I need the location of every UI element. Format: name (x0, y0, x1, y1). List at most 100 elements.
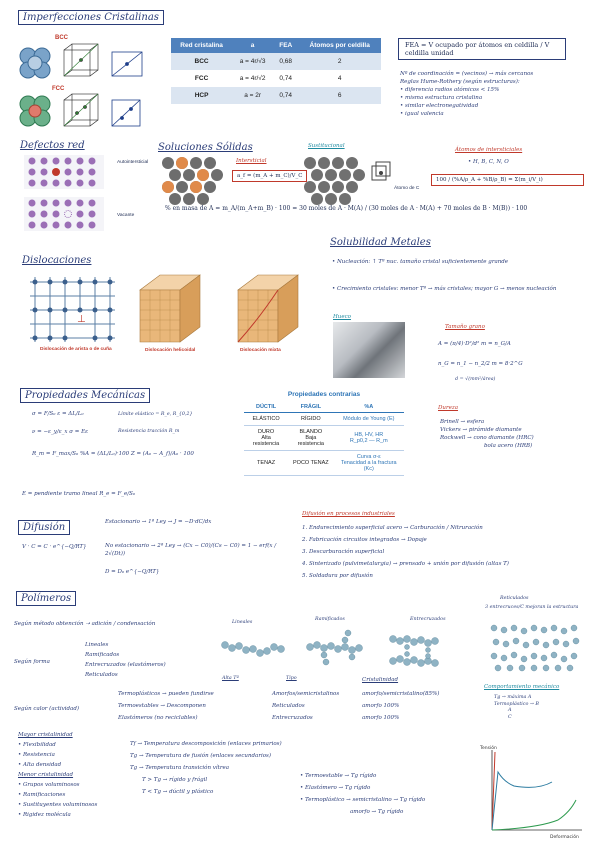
fcc-cube (63, 93, 99, 127)
tamano-grano-title: Tamaño grano (445, 324, 485, 330)
curve-b (491, 770, 553, 831)
lattice-defects-illustration (24, 155, 104, 231)
props-header-cell: %A (333, 402, 404, 413)
note-line: • similar electronegatividad (400, 103, 479, 109)
crist-item: amorfo 100% (362, 703, 400, 709)
note-line: Nº de coordinación = (vecinos) → más cer… (400, 71, 534, 77)
table-cell: DURO Alta resistencia (244, 425, 289, 451)
edge-dislocation-illustration: ⊥ (30, 277, 115, 342)
interstitial-solution-illustration (162, 157, 223, 205)
note-line: • igual valencia (400, 111, 444, 117)
crystal-header-cell: Red cristalina (171, 38, 233, 53)
curve-c (491, 799, 577, 831)
propiedades-formulas: σ = F/S₀ ε = ΔL/L₀ ν = −ε_y/ε_x σ = Eε R… (32, 410, 232, 458)
intersticial-title: Intersticial (236, 158, 267, 164)
vacante-label: Vacante (117, 213, 135, 218)
proceso-item: 1. Endurecimiento superficial acero → Ca… (302, 525, 483, 531)
reticulated-network-illustration (490, 624, 580, 672)
solubilidad-title: Solubilidad Metales (330, 237, 431, 248)
table-cell: 0,68 (273, 53, 299, 70)
cristalinidad-list: amorfo/semicristalino(85%) amorfo 100% a… (362, 688, 474, 724)
formula-line: R_m = F_max/S₀ %A = (ΔL/L₀)·100 Z = (A₀ … (32, 451, 194, 457)
comportamiento-list: Tg → máxima A Termoplástico → B A C (494, 695, 589, 721)
dureza-item: Vickers → pirámide diamante (440, 427, 522, 433)
crecimiento-note: • Crecimiento cristales: menor Tª → más … (332, 286, 557, 292)
note-line: Reglas Hume-Rothery (según estructuras): (400, 79, 520, 85)
tipo-label: Tipo (286, 676, 297, 681)
segun-calor-label: Según calor (actividad) (14, 706, 79, 712)
factor-item: • Flexibilidad (18, 742, 56, 748)
table-cell: Curva σ-ε Tenacidad a la fractura (Kc) (333, 450, 404, 476)
fea-formula: FEA = V ocupado por átomos en celdilla /… (398, 38, 566, 60)
comp-item: Termoplástico → B (494, 701, 539, 707)
temp-item: T > Tg → rígido y frágil (142, 777, 208, 783)
bcc-cube (63, 43, 99, 77)
table-cell: Módulo de Young (E) (333, 412, 404, 426)
alta-t-label: Alta Tª (222, 676, 239, 681)
tamano-formula-1: A = (π/4)·D²/d² m = n_G/A (438, 341, 511, 347)
mass-percent-formula: % en masa de A = m_A/(m_A+m_B) · 100 = 3… (165, 205, 528, 212)
factor-title: Mayor cristalinidad (18, 732, 73, 738)
temp-item: Tg → Temperatura transición vítrea (130, 765, 230, 771)
table-cell: 0,74 (273, 87, 299, 104)
tamano-formula-2: n_G = n_1 − n_2/2 m = 8·2^G (438, 361, 523, 367)
dureza-item: Brinell → esfera (440, 419, 485, 425)
props-header-row: DÚCTIL FRÁGIL %A (244, 402, 404, 413)
table-cell: FCC (171, 70, 233, 87)
carbon-atom-cell-icon (371, 161, 391, 181)
props-header-cell: FRÁGIL (288, 402, 334, 413)
crystal-header-cell: a (232, 38, 274, 53)
dureza-title: Dureza (438, 405, 459, 411)
graph-ylabel: Tensión (479, 744, 497, 751)
table-cell: HB, HV, HR R_p0,2 — R_m (333, 425, 404, 451)
atomos-intersticiales-title: Átomos de intersticiales (455, 147, 523, 153)
dislocacion-mixta-label: Dislocación mixta (240, 348, 281, 353)
comp-item: A (508, 708, 512, 713)
screw-dislocation-illustration (139, 274, 201, 343)
note-line: • diferencia radios atómicos < 15% (400, 87, 500, 93)
bcc-label: BCC (55, 35, 68, 41)
calor-list: Termoplásticos → pueden fundirse Termoes… (118, 688, 278, 724)
proceso-item: 2. Fabricación circuitos integrados → Do… (302, 537, 427, 543)
mixed-dislocation-illustration (237, 274, 299, 343)
crist-item: amorfo/semicristalino(85%) (362, 691, 440, 697)
section-title-propiedades: Propiedades Mecánicas (20, 388, 151, 403)
graph-xlabel: Deformación (550, 833, 579, 840)
table-cell: BLANDO Baja resistencia (288, 425, 334, 451)
section-title-dislocaciones: Dislocaciones (22, 255, 92, 266)
young-modulus-note: E = pendiente tramo lineal R_e = F_e/S₀ (22, 491, 136, 497)
calor-item: Termoplásticos → pueden fundirse (118, 691, 214, 697)
forma-item: Lineales (85, 642, 109, 648)
comp-item: Tg → máxima A (494, 695, 532, 700)
table-cell: 4 (298, 70, 381, 87)
table-cell: HCP (171, 87, 233, 104)
table-row: BCC a = 4r/√3 0,68 2 (171, 53, 381, 70)
hueco-label: Hueco (333, 314, 351, 320)
table-cell: BCC (171, 53, 233, 70)
difusion-formula-4: D = D₀ e^{−Q/RT} (105, 569, 160, 575)
dureza-list: Brinell → esfera Vickers → pirámide diam… (440, 418, 590, 450)
forma-item: Reticulados (85, 672, 118, 678)
tamano-note: d = √(mm²/área) (455, 377, 496, 382)
temperaturas-list: Tf → Temperatura descomposición (enlaces… (130, 738, 340, 798)
crist-item: amorfo 100% (362, 715, 400, 721)
crystal-table-header: Red cristalina a FEA Átomos por celdilla (171, 38, 381, 53)
curve-a (491, 751, 496, 831)
interstitial-lattice (24, 155, 104, 189)
comp-item: C (508, 714, 512, 720)
autointersticial-label: Autointersticial (117, 160, 149, 165)
table-cell: POCO TENAZ (288, 450, 334, 476)
calor-item: Termoestables → Descomponen (118, 703, 206, 709)
propiedades-table-title: Propiedades contrarias (287, 391, 361, 398)
note-line: Resistencia tracción R_m (118, 428, 180, 434)
polymer-chains-illustration (221, 629, 439, 667)
polimeros-intro: Según método obtención ➝ adición / conde… (14, 621, 156, 627)
tipo-item: Entrecruzados (272, 715, 313, 721)
crystal-header-cell: Átomos por celdilla (298, 38, 381, 53)
table-row: HCP a = 2r 0,74 6 (171, 87, 381, 104)
props-header-cell: DÚCTIL (244, 402, 289, 413)
factor-item: • Rigidez molécula (18, 812, 71, 818)
difusion-formula-2: Estacionario → 1ª Ley → J = −D·dC/dx (105, 519, 212, 525)
segun-forma-label: Según forma (14, 659, 50, 665)
lineales-label: Lineales (232, 620, 253, 625)
